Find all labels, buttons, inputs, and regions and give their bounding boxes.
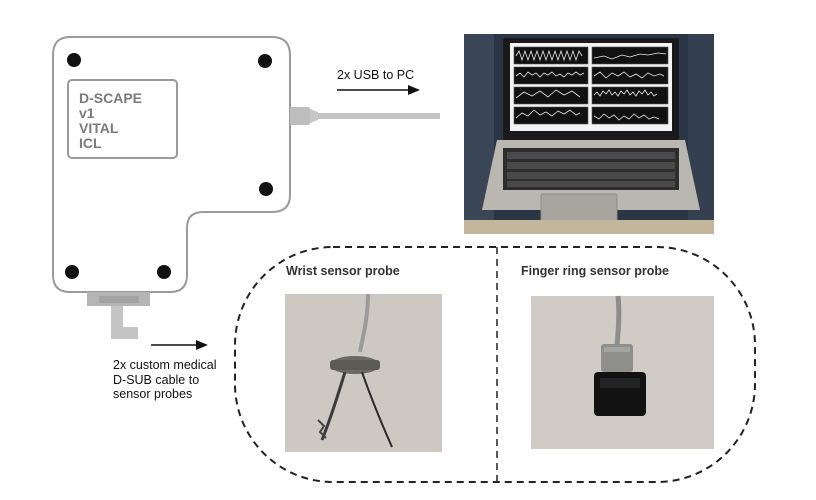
device-label-line: VITAL (79, 120, 119, 136)
cable-label-line: 2x custom medical (113, 358, 217, 372)
device-label-line: D-SCAPE (79, 90, 143, 106)
device-label-line: ICL (79, 135, 102, 151)
usb-arrow-head (408, 85, 420, 95)
cable-arrow-head (196, 340, 208, 350)
usb-connector (290, 107, 310, 125)
usb-connector-tip (310, 109, 318, 123)
device-label-line: v1 (79, 105, 95, 121)
mounting-hole (157, 265, 171, 279)
mounting-hole (258, 54, 272, 68)
dsub-connector-base (99, 296, 139, 303)
laptop-photo (464, 34, 714, 234)
dsub-cable (111, 306, 138, 339)
mounting-hole (259, 182, 273, 196)
device-label: D-SCAPE v1 VITAL ICL (79, 91, 142, 151)
mounting-hole (65, 265, 79, 279)
usb-cable (318, 113, 440, 119)
finger-probe-photo (531, 295, 714, 449)
mounting-hole (67, 53, 81, 67)
device-enclosure (52, 36, 291, 293)
cable-label-line: sensor probes (113, 387, 193, 401)
finger-probe-title: Finger ring sensor probe (521, 264, 669, 278)
cable-label-line: D-SUB cable to (113, 372, 200, 387)
device-label-box (67, 79, 178, 159)
cable-label: 2x custom medical D-SUB cable to sensor … (113, 358, 217, 402)
usb-label: 2x USB to PC (337, 68, 415, 82)
wrist-probe-title: Wrist sensor probe (286, 264, 400, 278)
wrist-probe-photo (285, 293, 442, 452)
probes-dashed-border (234, 246, 756, 483)
